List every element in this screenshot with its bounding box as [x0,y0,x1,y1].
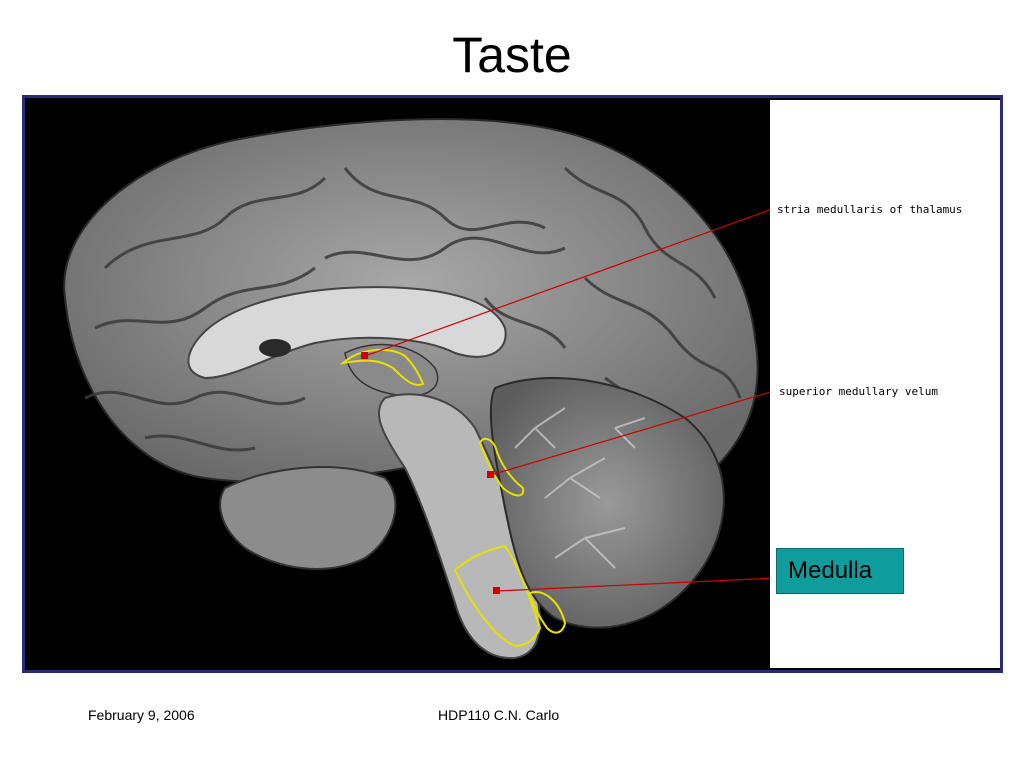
leader-lines [364,207,778,592]
brain-figure: stria medullaris of thalamus superior me… [22,95,1003,673]
arbor-vitae [514,407,646,569]
footer-course: HDP110 C.N. Carlo [438,707,560,723]
brain-illustration [63,118,778,660]
temporal-lobe [219,466,397,570]
cerebellum [489,377,725,629]
highlight-outlines [339,348,567,648]
gyri-pattern [84,166,742,452]
lateral-ventricle [259,339,291,357]
label-stria-medullaris: stria medullaris of thalamus [777,203,963,216]
label-superior-medullary-velum: superior medullary velum [779,385,938,398]
slide-title: Taste [452,27,572,83]
footer-date: February 9, 2006 [88,707,195,723]
medulla-label-box: Medulla [776,548,904,594]
leader-dots [361,352,500,594]
